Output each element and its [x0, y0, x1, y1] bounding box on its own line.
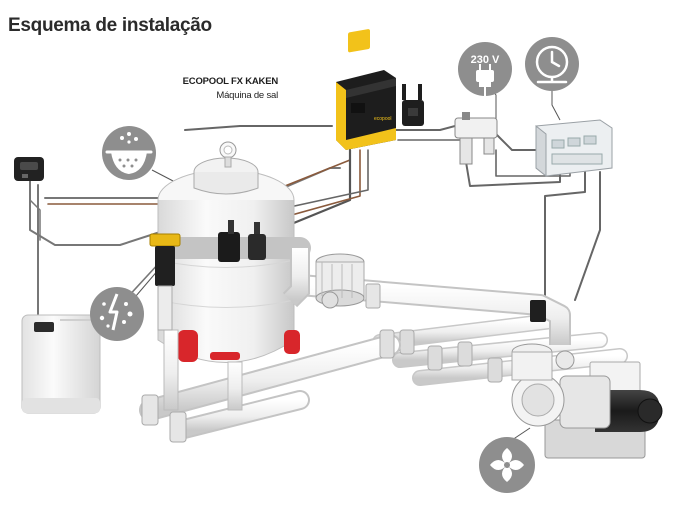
power-plug-icon: [458, 42, 512, 96]
return-pipe: [299, 274, 571, 345]
chlorine-container: [21, 314, 101, 414]
pool-pump: [511, 343, 663, 459]
lower-manifold: [139, 329, 401, 443]
chlorinator-unit: ecopool: [336, 29, 396, 150]
chlorine-dosing-icon: [90, 287, 144, 341]
svg-text:ecopool: ecopool: [374, 116, 392, 122]
page-title: Esquema de instalação: [8, 15, 212, 36]
electrolytic-cell: [149, 220, 311, 331]
suction-pipes: [372, 312, 628, 386]
product-name-label: ECOPOOL FX KAKEN: [182, 76, 279, 87]
voltage-badge-label: 230 V: [471, 54, 500, 66]
filter-sieve-icon: [102, 126, 156, 180]
strainer-basket: [315, 253, 365, 309]
timer-control-box: [535, 119, 613, 178]
product-subtitle-label: Máquina de sal: [216, 90, 278, 101]
power-module: [402, 84, 424, 126]
clock-timer-icon: [525, 37, 579, 91]
pump-turbine-icon: [479, 437, 535, 493]
dosing-controller-box: [14, 157, 44, 181]
flow-switch: [454, 112, 498, 165]
